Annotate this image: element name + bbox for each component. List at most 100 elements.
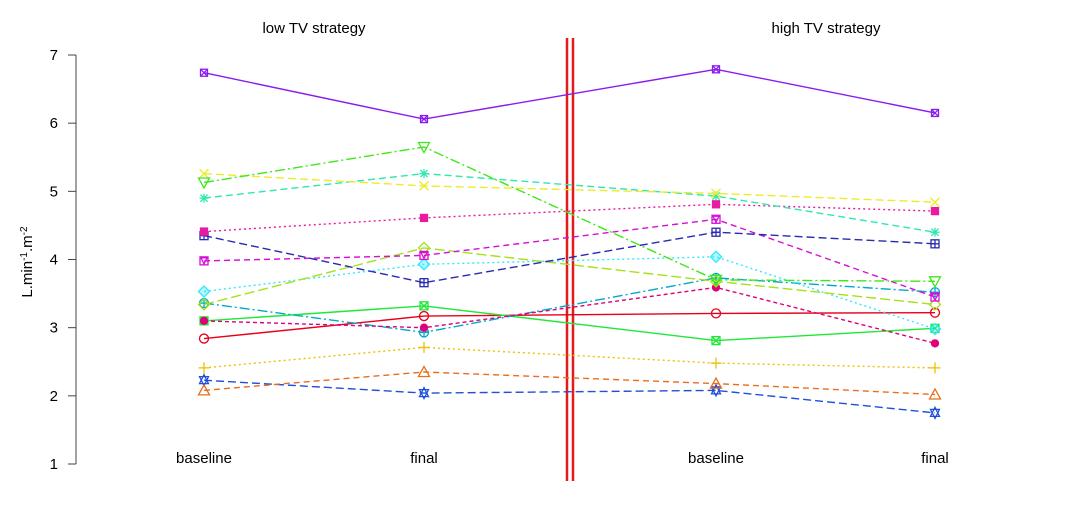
series-line <box>203 218 936 298</box>
data-point <box>197 298 211 311</box>
data-point <box>199 227 209 236</box>
data-point <box>928 298 942 311</box>
data-point <box>930 339 940 348</box>
series-16 <box>199 65 940 124</box>
data-point <box>709 250 723 264</box>
series-line <box>203 172 936 233</box>
x-label-low-final: final <box>410 450 438 467</box>
data-point <box>711 188 721 199</box>
data-point <box>711 335 721 346</box>
y-tick-label: 4 <box>50 252 58 269</box>
series-line <box>203 286 936 344</box>
data-point <box>709 376 723 389</box>
data-point <box>929 362 941 374</box>
data-point <box>199 316 209 326</box>
y-axis-label: L.min-1.m-2 <box>19 226 37 298</box>
data-point <box>418 341 430 353</box>
x-label-low-baseline: baseline <box>176 450 232 467</box>
data-point <box>710 383 722 398</box>
data-point <box>709 274 723 287</box>
data-point <box>417 365 431 378</box>
data-point <box>928 387 942 400</box>
y-label-base: L.min <box>19 261 36 298</box>
y-label-sup1: -1 <box>19 252 30 261</box>
data-point <box>930 206 940 216</box>
data-point <box>198 333 210 344</box>
data-point <box>419 169 429 179</box>
series-line <box>203 312 936 340</box>
data-point <box>710 308 722 319</box>
series-2 <box>198 373 941 420</box>
y-tick-label: 2 <box>50 388 58 405</box>
series-line <box>203 256 936 330</box>
y-tick-label: 6 <box>50 115 58 132</box>
data-point <box>930 108 940 118</box>
data-point <box>419 250 429 261</box>
series-line <box>203 146 936 282</box>
data-point <box>711 214 721 224</box>
data-point <box>419 323 429 332</box>
y-tick-label: 7 <box>50 47 58 64</box>
data-point <box>199 256 209 266</box>
series-line <box>203 346 936 369</box>
series-line <box>203 371 936 396</box>
y-tick-label: 3 <box>50 320 58 337</box>
data-point <box>417 257 431 271</box>
data-point <box>930 292 940 302</box>
data-point <box>197 383 211 396</box>
data-point <box>418 310 430 322</box>
series-line <box>203 305 936 342</box>
series-line <box>203 203 936 233</box>
data-point <box>710 357 722 369</box>
series-11 <box>199 227 940 288</box>
series-line <box>203 247 936 306</box>
data-point <box>928 276 942 289</box>
series-line <box>203 231 936 284</box>
data-point <box>929 307 941 318</box>
data-point <box>419 301 429 311</box>
series-4 <box>198 341 941 374</box>
y-label-mid: .m <box>19 235 36 252</box>
data-point <box>197 285 211 298</box>
series-15 <box>197 141 942 289</box>
series-12 <box>199 200 940 236</box>
data-point <box>417 141 431 154</box>
data-point <box>930 239 940 249</box>
series-line <box>203 277 936 334</box>
data-point <box>419 180 429 191</box>
data-point <box>197 177 211 190</box>
data-point <box>419 213 429 223</box>
x-label-high-baseline: baseline <box>688 450 744 467</box>
data-point <box>711 227 721 237</box>
data-point <box>929 405 941 420</box>
panel-title-high-tv: high TV strategy <box>772 20 881 37</box>
x-label-high-final: final <box>921 450 949 467</box>
data-point <box>198 362 210 374</box>
series-layer <box>197 65 942 420</box>
series-3 <box>197 365 942 400</box>
data-point <box>930 197 940 208</box>
data-point <box>930 227 940 237</box>
data-point <box>419 114 429 124</box>
data-point <box>199 168 209 179</box>
series-line <box>203 379 936 414</box>
data-point <box>418 386 430 401</box>
series-9 <box>197 241 942 311</box>
y-label-sup2: -2 <box>19 226 30 235</box>
series-8 <box>197 250 942 336</box>
series-10 <box>199 214 940 302</box>
series-1 <box>198 307 941 344</box>
data-point <box>711 200 721 209</box>
data-point <box>419 278 429 288</box>
data-point <box>199 68 209 77</box>
series-line <box>203 68 936 120</box>
series-13 <box>199 169 940 237</box>
data-point <box>199 193 209 203</box>
y-tick-label: 5 <box>50 183 58 200</box>
series-14 <box>199 168 940 208</box>
panel-title-low-tv: low TV strategy <box>262 20 366 37</box>
data-point <box>928 322 942 336</box>
